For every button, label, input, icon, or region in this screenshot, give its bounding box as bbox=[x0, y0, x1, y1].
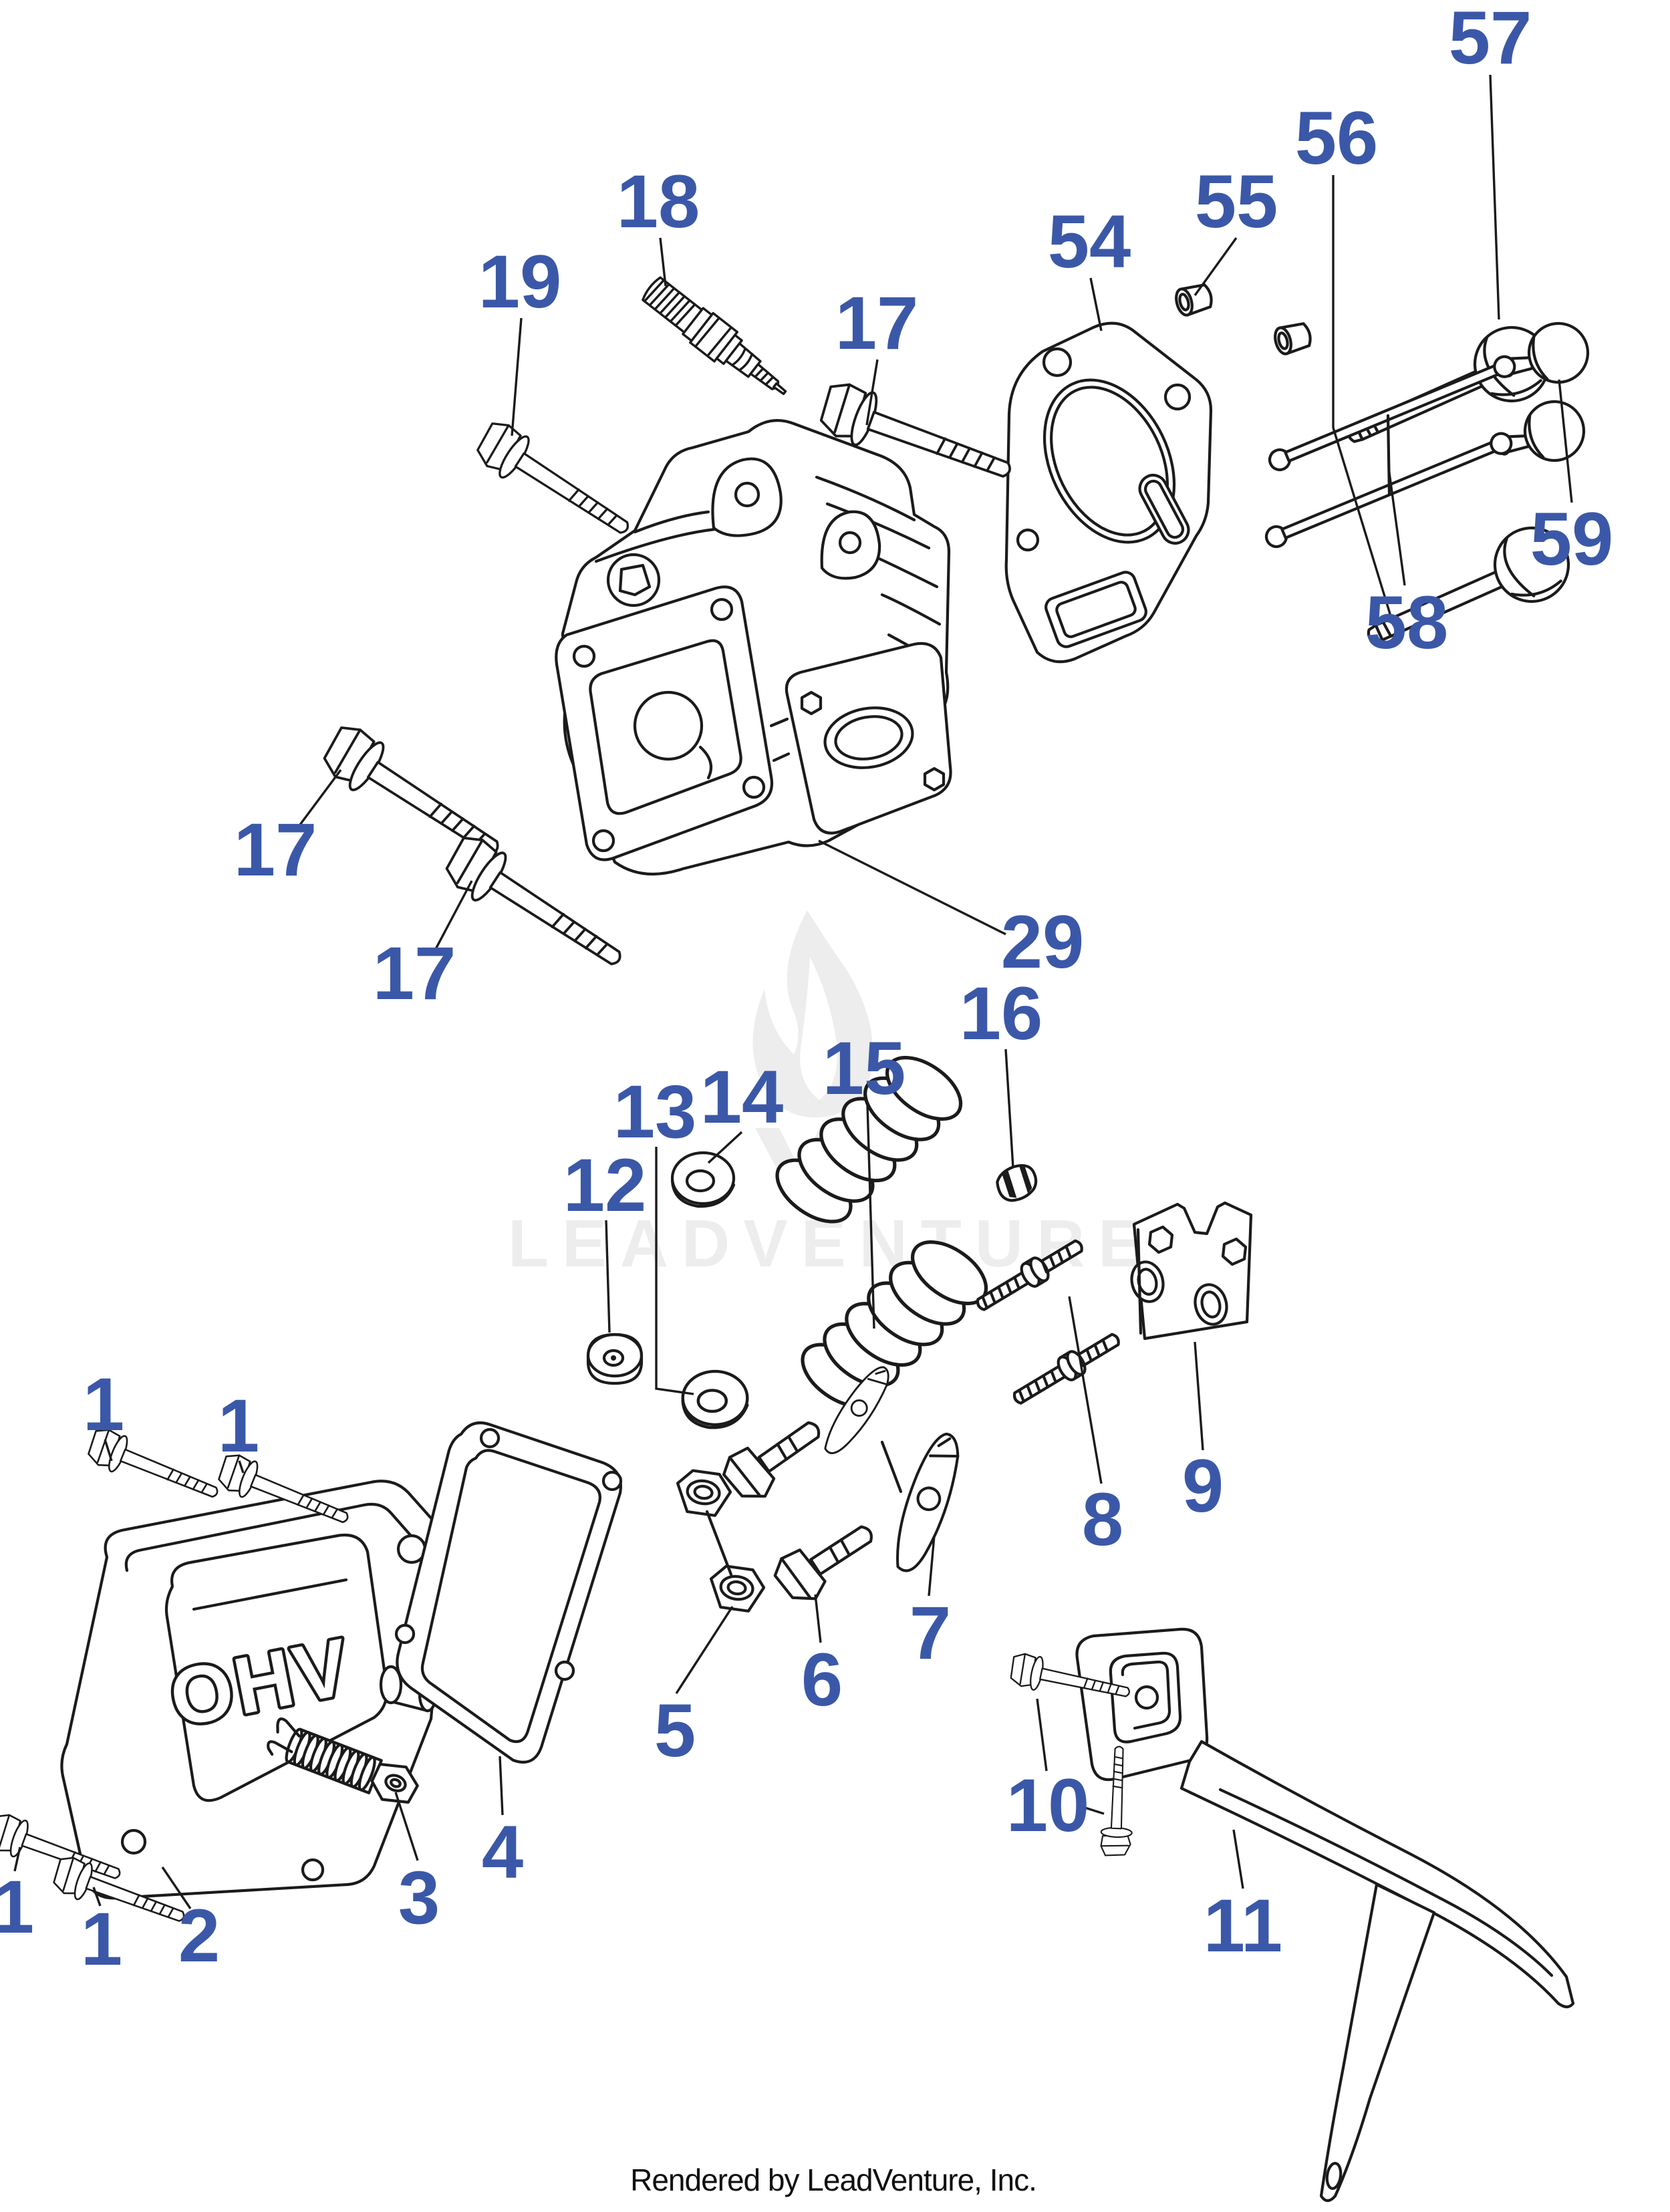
callout-label-15: 15 bbox=[823, 1026, 906, 1110]
rocker-pivot-bolt bbox=[769, 1510, 884, 1611]
bore-opening bbox=[1042, 378, 1176, 544]
leader-line bbox=[655, 1147, 694, 1395]
leader-line bbox=[238, 1460, 245, 1474]
leader-line bbox=[1078, 1804, 1105, 1815]
leader-line bbox=[1004, 1049, 1014, 1169]
footer-credit: Rendered by LeadVenture, Inc. bbox=[630, 2163, 1036, 2197]
watermark-flame-inner bbox=[800, 957, 837, 1100]
callout-label-17: 17 bbox=[234, 808, 317, 891]
leader-line bbox=[1387, 467, 1406, 586]
callout-label-16: 16 bbox=[960, 972, 1043, 1055]
leader-line bbox=[13, 1846, 21, 1872]
leader-line bbox=[1194, 1341, 1204, 1451]
leader-line bbox=[434, 880, 473, 950]
callout-label-18: 18 bbox=[617, 160, 700, 243]
callout-label-58: 58 bbox=[1365, 581, 1449, 664]
callout-label-14: 14 bbox=[700, 1055, 784, 1139]
rocker-arm bbox=[873, 1430, 980, 1576]
callout-label-5: 5 bbox=[654, 1689, 696, 1772]
callout-label-3: 3 bbox=[398, 1856, 440, 1939]
rocker-guide-plate bbox=[1130, 1201, 1253, 1341]
spring-retainer bbox=[672, 1153, 734, 1206]
leader-line bbox=[928, 1535, 936, 1597]
callout-label-19: 19 bbox=[478, 240, 562, 323]
callout-label-56: 56 bbox=[1295, 96, 1379, 180]
leader-line bbox=[659, 237, 667, 287]
leader-line bbox=[865, 359, 879, 426]
leader-line bbox=[814, 1594, 822, 1643]
valve-cover-gasket bbox=[394, 1421, 623, 1764]
cylinder-head bbox=[555, 419, 952, 876]
valve-keeper bbox=[994, 1162, 1040, 1204]
callout-label-9: 9 bbox=[1182, 1444, 1224, 1528]
callout-label-57: 57 bbox=[1449, 0, 1532, 80]
leader-line bbox=[394, 1792, 419, 1861]
callout-label-1: 1 bbox=[218, 1384, 259, 1468]
callout-label-1: 1 bbox=[83, 1363, 124, 1446]
push-rod-tie-line bbox=[1386, 414, 1391, 497]
combustion-chamber bbox=[633, 690, 704, 761]
callout-label-55: 55 bbox=[1195, 160, 1278, 243]
callout-label-17: 17 bbox=[373, 932, 456, 1015]
callout-label-11: 11 bbox=[1204, 1884, 1282, 1967]
breather-stub bbox=[379, 1665, 403, 1705]
leader-line bbox=[297, 769, 342, 829]
callout-label-29: 29 bbox=[1001, 900, 1085, 984]
leader-line bbox=[818, 839, 1006, 936]
callout-label-6: 6 bbox=[801, 1638, 843, 1721]
leader-line bbox=[1089, 277, 1103, 331]
cooling-fins bbox=[815, 475, 942, 664]
leader-line bbox=[1489, 74, 1500, 320]
leader-line bbox=[499, 1756, 504, 1816]
leader-line bbox=[1558, 379, 1573, 503]
leader-line bbox=[605, 1220, 611, 1333]
nut-tie-line bbox=[705, 1510, 733, 1576]
heat-shield bbox=[1075, 1627, 1575, 2203]
rocker-nut bbox=[707, 1564, 766, 1613]
leader-line bbox=[1332, 175, 1395, 626]
valve-cover: OHV bbox=[60, 1480, 447, 1900]
callout-label-17: 17 bbox=[835, 281, 919, 365]
callout-label-54: 54 bbox=[1048, 200, 1131, 283]
callout-label-4: 4 bbox=[482, 1810, 523, 1894]
callout-label-13: 13 bbox=[613, 1070, 697, 1153]
callout-label-7: 7 bbox=[910, 1591, 951, 1675]
callout-label-8: 8 bbox=[1082, 1478, 1123, 1561]
head-bolt-19 bbox=[469, 416, 641, 551]
leader-line bbox=[866, 1104, 875, 1329]
callout-label-10: 10 bbox=[1006, 1764, 1090, 1847]
leader-line bbox=[1194, 237, 1238, 296]
leader-line bbox=[1036, 1698, 1048, 1772]
callout-label-1: 1 bbox=[0, 1865, 34, 1949]
spring-hex-end bbox=[370, 1762, 419, 1804]
rocker-stud bbox=[1009, 1327, 1124, 1410]
leader-line bbox=[707, 1131, 743, 1164]
callout-label-2: 2 bbox=[178, 1894, 220, 1977]
spark-plug bbox=[637, 271, 797, 409]
leader-line bbox=[675, 1606, 734, 1694]
leader-line bbox=[92, 1887, 102, 1907]
valve-stem-seal bbox=[588, 1335, 642, 1383]
dowel-pin bbox=[1272, 321, 1313, 356]
leader-line bbox=[1232, 1829, 1244, 1889]
dowel-pin bbox=[1173, 282, 1214, 317]
leader-line bbox=[104, 1439, 113, 1462]
leader-line bbox=[1068, 1296, 1103, 1484]
head-gasket bbox=[1004, 321, 1213, 664]
breather-spring bbox=[267, 1717, 419, 1804]
leader-line bbox=[161, 1867, 192, 1909]
callout-label-59: 59 bbox=[1530, 497, 1614, 581]
spring-retainer bbox=[683, 1371, 748, 1427]
leader-line bbox=[511, 317, 523, 436]
rocker-tie-line bbox=[880, 1440, 903, 1494]
cover-dome bbox=[164, 1533, 388, 1802]
callout-label-12: 12 bbox=[563, 1143, 647, 1227]
spring-hook bbox=[267, 1717, 301, 1756]
callout-label-1: 1 bbox=[81, 1897, 122, 1981]
